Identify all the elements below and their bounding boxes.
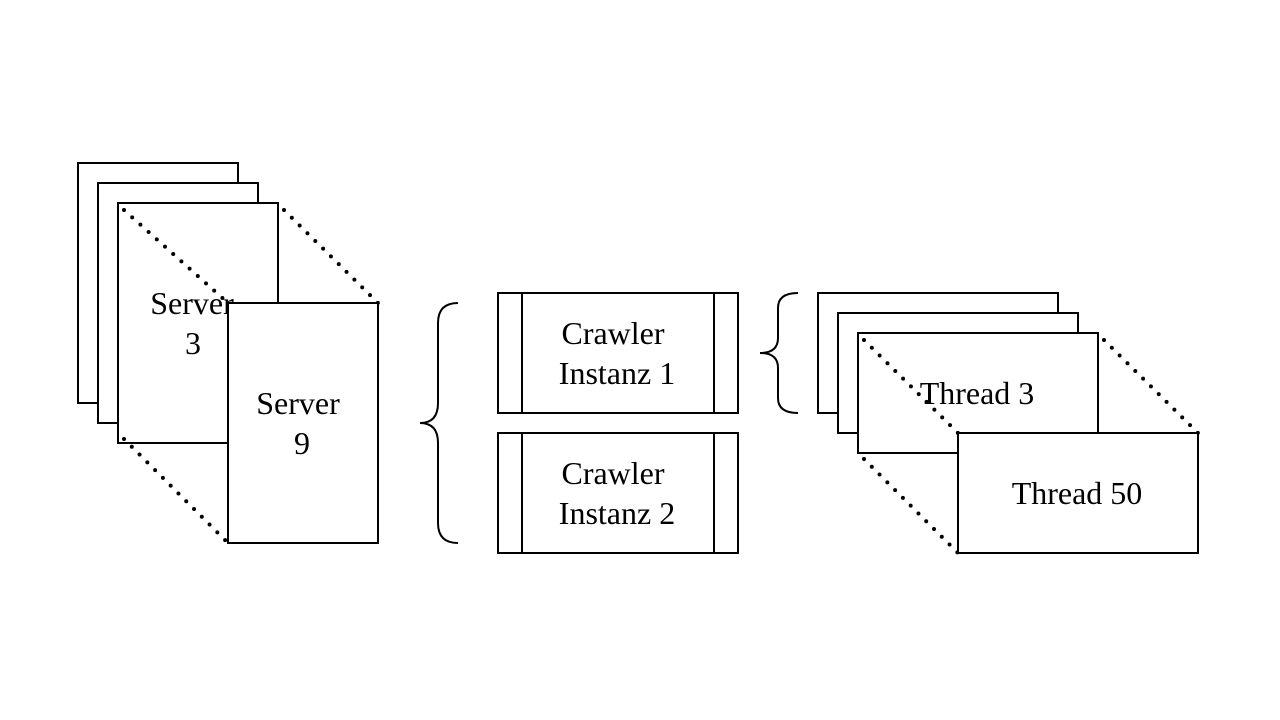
server-crawler-brace: [419, 302, 459, 544]
server-front-label-line1: Server: [256, 385, 340, 421]
server-back-label-line1: Server: [150, 285, 234, 321]
crawler-instance-1-label: Crawler Instanz 1: [559, 315, 675, 391]
crawler-instance-2-label-line2: Instanz 2: [559, 495, 675, 531]
thread-stack: Thread 3 Thread 50: [817, 292, 1200, 555]
crawler-instance-1-label-line2: Instanz 1: [559, 355, 675, 391]
server-back-label: Server 3: [150, 285, 242, 361]
server-stack: Server 3 Server 9: [77, 162, 380, 545]
thread-dotted-line-top-left: [862, 338, 960, 435]
server-back-label-line2: 3: [185, 325, 201, 361]
server-card-front: [227, 302, 379, 544]
thread-front-label: Thread 50: [1012, 475, 1143, 511]
thread-card-front: [957, 432, 1199, 554]
server-front-label-line2: 9: [294, 425, 310, 461]
thread-back-label: Thread 3: [920, 375, 1035, 411]
crawler-instance-1-label-line1: Crawler: [561, 315, 664, 351]
crawler-instance-2-label: Crawler Instanz 2: [559, 455, 675, 531]
crawler-instance-2: Crawler Instanz 2: [497, 432, 739, 554]
thread-dotted-line-top-right: [1102, 338, 1200, 435]
server-dotted-line-top-right: [282, 208, 380, 305]
server-dotted-line-bottom-left: [122, 437, 230, 545]
server-front-label: Server 9: [256, 385, 348, 461]
server-dotted-line-top-left: [122, 208, 230, 305]
crawler-thread-brace: [759, 292, 799, 414]
crawler-instance-1: Crawler Instanz 1: [497, 292, 739, 414]
crawler-instance-2-box: [497, 432, 739, 554]
crawler-instance-2-label-line1: Crawler: [561, 455, 664, 491]
crawler-instance-1-box: [497, 292, 739, 414]
thread-dotted-line-bottom-left: [862, 457, 960, 555]
